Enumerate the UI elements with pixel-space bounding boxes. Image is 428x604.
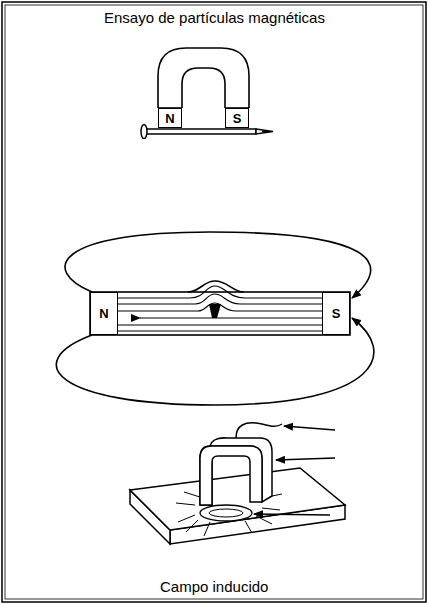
- particle-indication: [200, 505, 252, 521]
- bar-magnet: [90, 281, 350, 335]
- particle-indication: [209, 509, 243, 517]
- pole-label: N: [99, 306, 108, 321]
- horseshoe-magnet: [158, 48, 249, 108]
- test-plate: [130, 468, 345, 544]
- magnet-pole: S: [225, 108, 249, 128]
- magnet-pole: N: [90, 292, 118, 335]
- crack-defect: [209, 304, 221, 318]
- pole-label: N: [165, 111, 174, 126]
- magnet-pole: N: [158, 108, 182, 128]
- field-lines: [56, 232, 374, 405]
- cable: [236, 423, 282, 438]
- pole-label: S: [233, 111, 242, 126]
- frame-inner: [5, 5, 423, 599]
- caption: Campo inducido: [160, 578, 268, 595]
- title: Ensayo de partículas magnéticas: [104, 9, 325, 26]
- leader-line: [254, 426, 335, 515]
- magnet-pole: S: [322, 292, 350, 335]
- yoke: [200, 438, 272, 505]
- pole-label: S: [332, 306, 341, 321]
